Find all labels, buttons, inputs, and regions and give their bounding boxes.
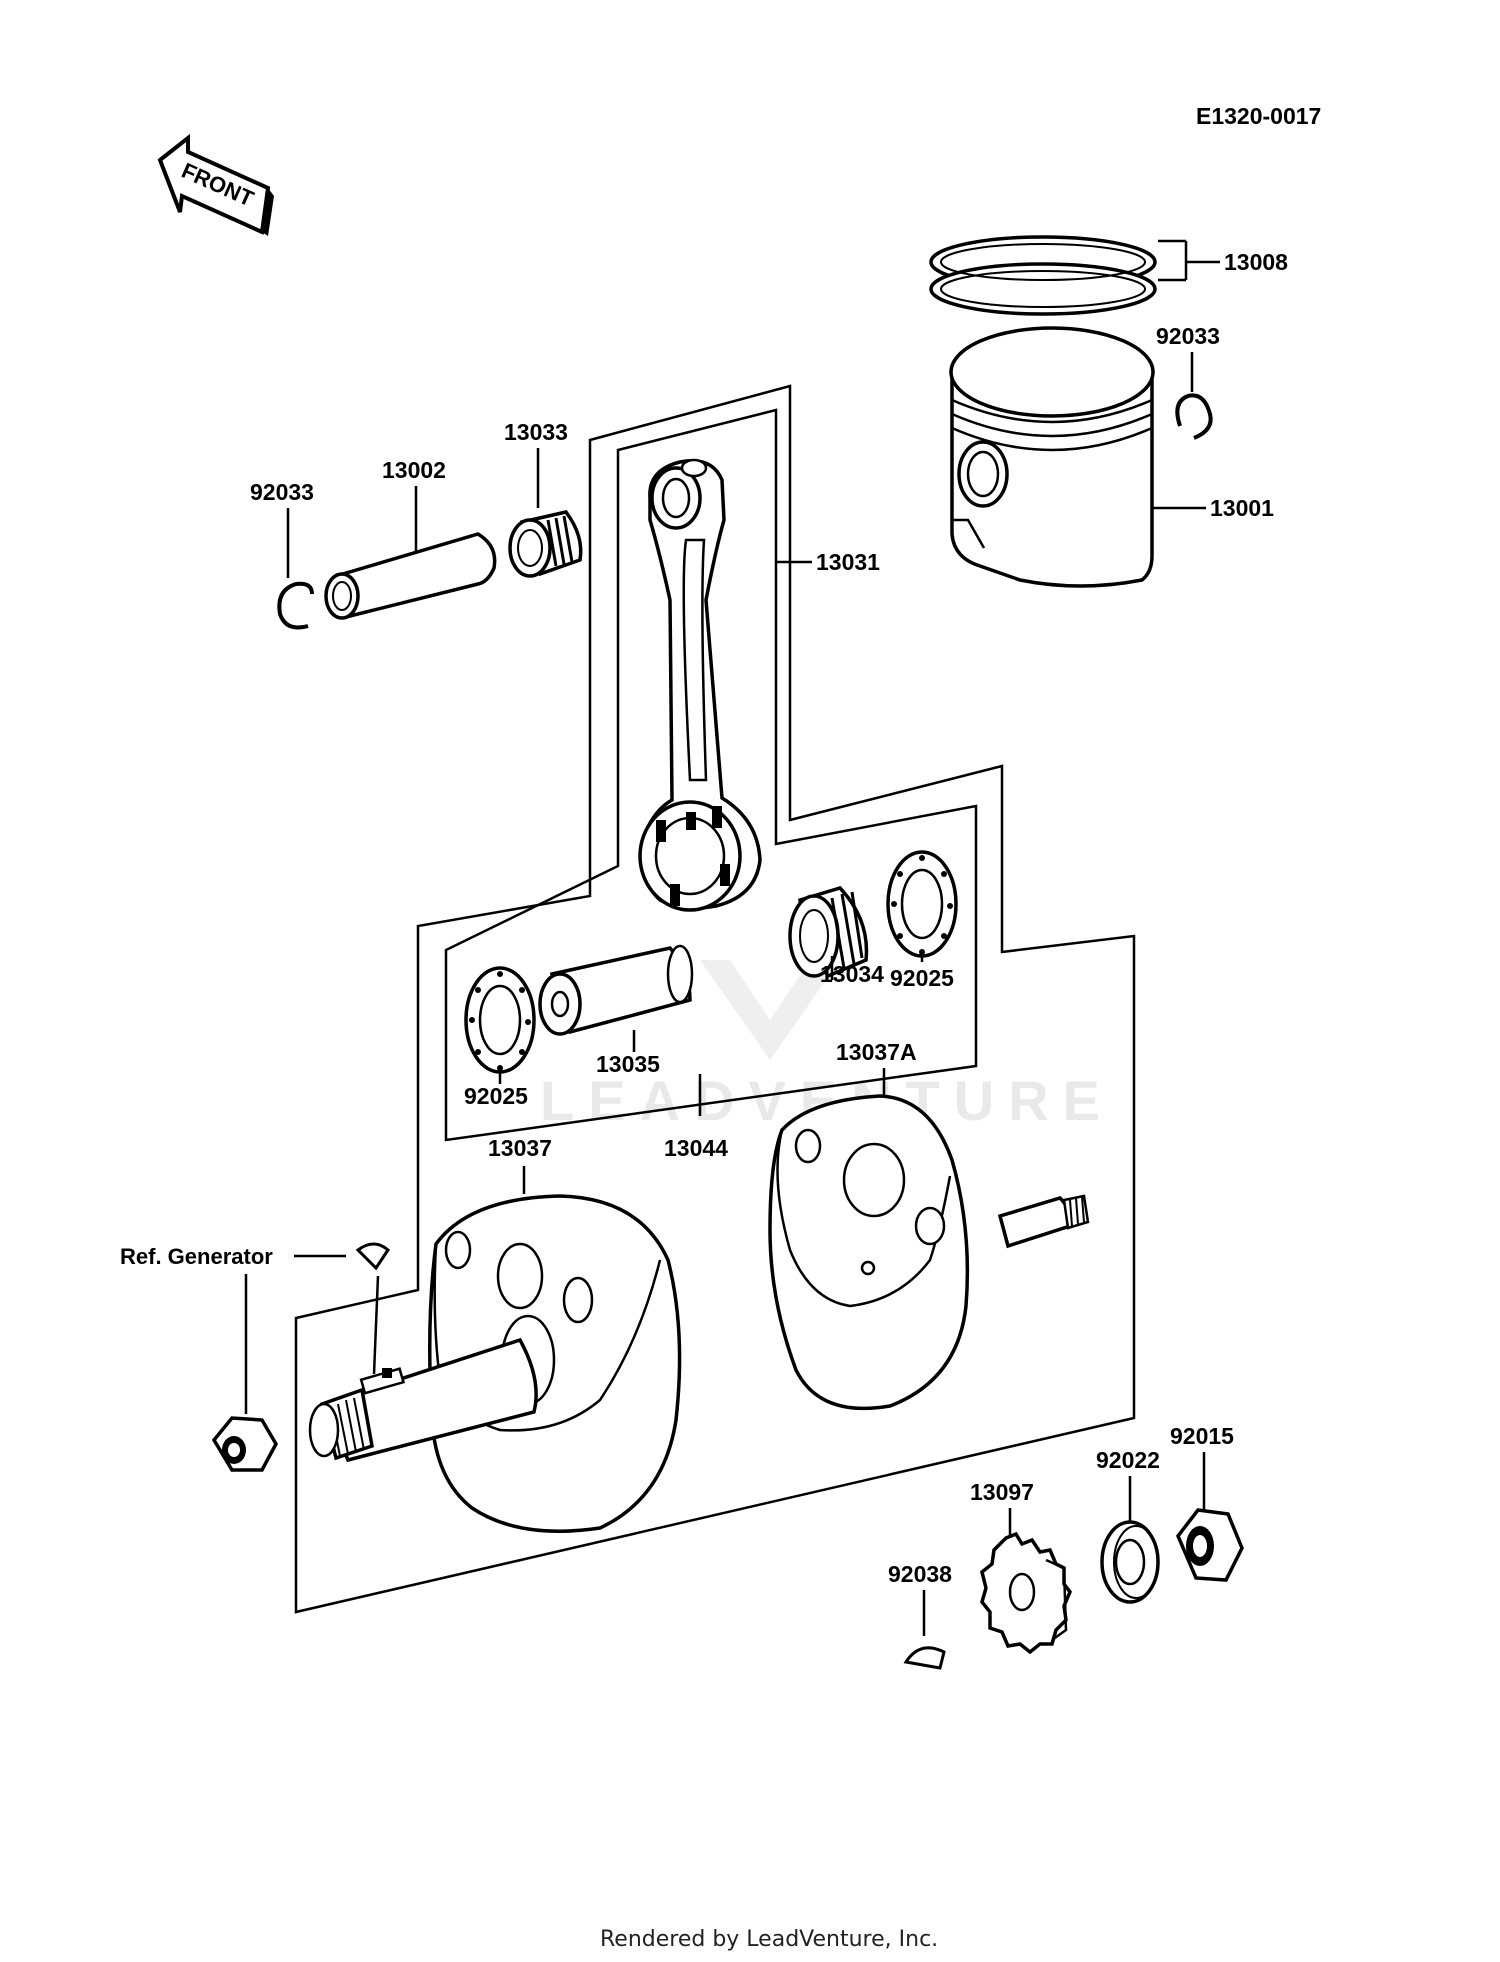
crankshaft-half-13037 <box>308 1194 682 1533</box>
needle-bearing-13033 <box>508 510 583 578</box>
label-13035: 13035 <box>596 1051 660 1077</box>
lock-washer-92022 <box>1100 1520 1160 1604</box>
label-13033: 13033 <box>504 419 568 445</box>
crank-pin-13035 <box>538 944 694 1036</box>
piston-rings-13008 <box>929 235 1220 316</box>
crankshaft-half-13037A <box>768 1094 1090 1411</box>
label-13008: 13008 <box>1224 249 1288 275</box>
piston-13001 <box>949 326 1206 588</box>
label-92025-right: 92025 <box>890 965 954 991</box>
connecting-rod-assembly-outline <box>444 408 978 1142</box>
woodruff-key-icon <box>355 1242 390 1271</box>
label-13037A: 13037A <box>836 1039 917 1065</box>
label-13037: 13037 <box>488 1135 552 1161</box>
circlip-92033-piston <box>1175 393 1213 440</box>
label-13001: 13001 <box>1210 495 1274 521</box>
needle-bearing-13034 <box>788 886 869 979</box>
circlip-92033-pin <box>277 581 314 630</box>
label-92038: 92038 <box>888 1561 952 1587</box>
flange-nut-generator <box>211 1416 279 1472</box>
label-92033-pin: 92033 <box>250 479 314 505</box>
woodruff-key-92038 <box>903 1646 946 1670</box>
thrust-washer-92025-right <box>886 850 958 958</box>
label-13034: 13034 <box>820 961 884 987</box>
label-ref-generator: Ref. Generator <box>120 1244 273 1269</box>
connecting-rod-13031 <box>638 458 762 912</box>
label-13097: 13097 <box>970 1479 1034 1505</box>
label-92015: 92015 <box>1170 1423 1234 1449</box>
gear-13097 <box>980 1531 1073 1655</box>
label-92033-piston: 92033 <box>1156 323 1220 349</box>
label-13002: 13002 <box>382 457 446 483</box>
label-13031: 13031 <box>816 549 880 575</box>
footer-credit: Rendered by LeadVenture, Inc. <box>600 1927 938 1952</box>
piston-pin-13002 <box>324 532 497 620</box>
thrust-washer-92025-left <box>464 966 536 1074</box>
front-arrow-icon: FRONT <box>157 133 274 236</box>
crankshaft-assembly-outline <box>294 384 1136 1614</box>
nut-92015 <box>1175 1508 1244 1582</box>
label-13044: 13044 <box>664 1135 728 1161</box>
label-92025-left: 92025 <box>464 1083 528 1109</box>
label-92022: 92022 <box>1096 1447 1160 1473</box>
diagram-code: E1320-0017 <box>1196 103 1321 129</box>
